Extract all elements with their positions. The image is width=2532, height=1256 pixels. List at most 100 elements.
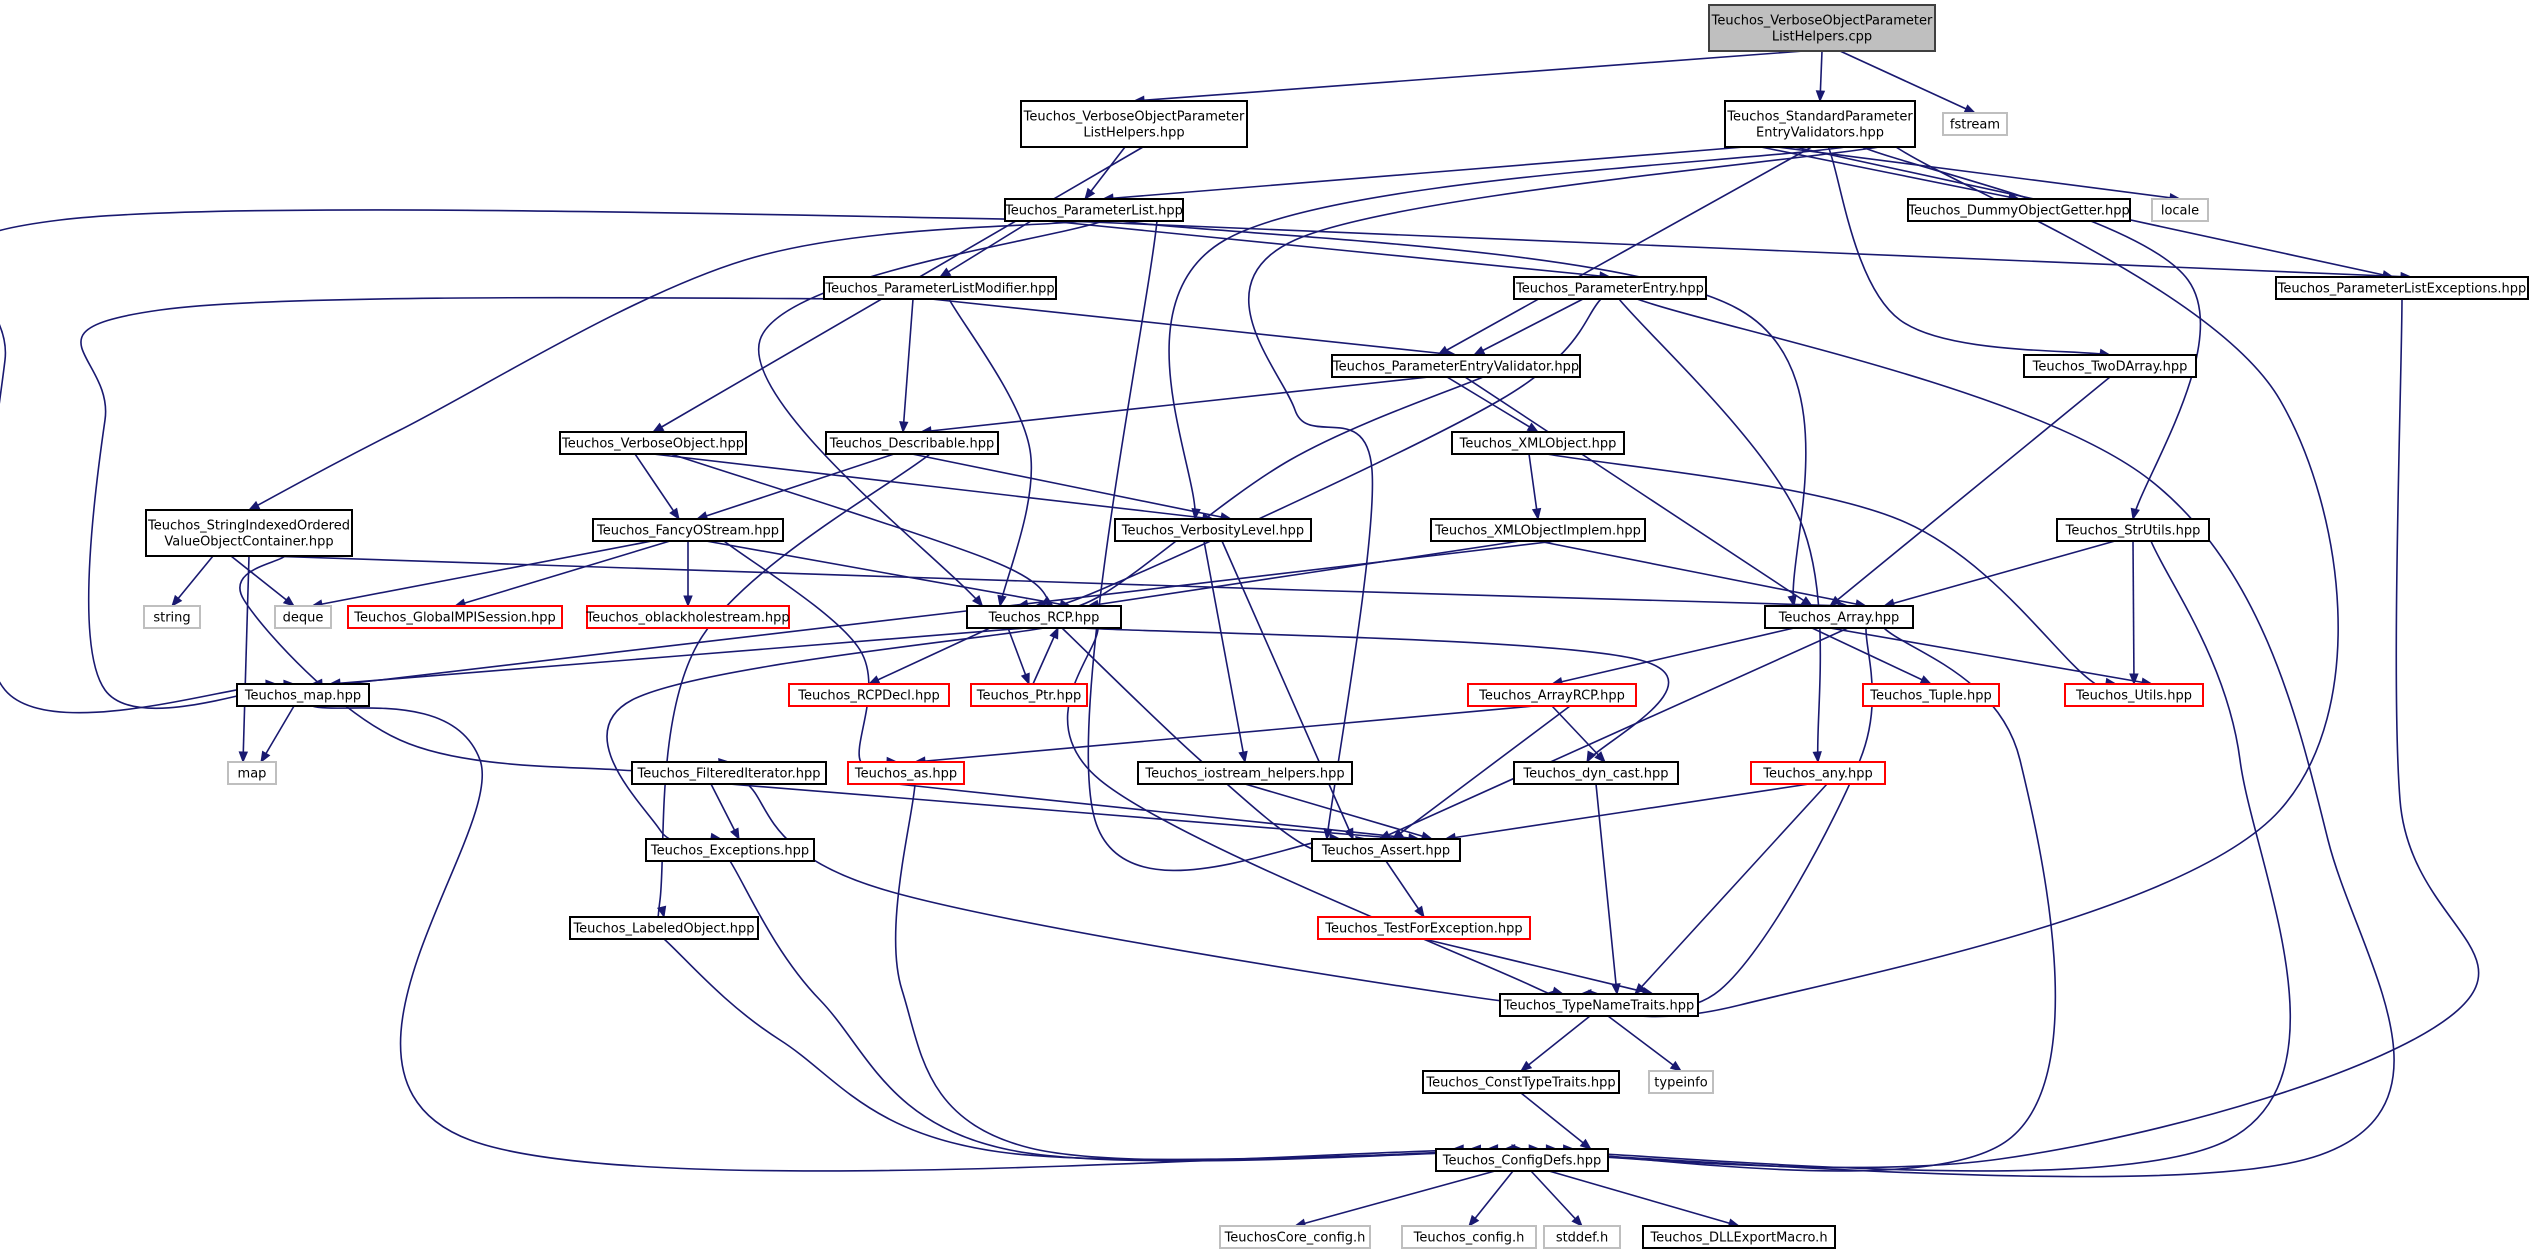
node-dll_export[interactable]: Teuchos_DLLExportMacro.h (1642, 1225, 1836, 1249)
node-label: Teuchos_iostream_helpers.hpp (1144, 767, 1344, 782)
arrowhead (171, 594, 183, 608)
edge-line (705, 540, 1071, 607)
edge-line (1087, 220, 1341, 872)
arrowhead (997, 594, 1007, 608)
node-xml_object[interactable]: Teuchos_XMLObject.hpp (1451, 431, 1625, 455)
node-box (847, 761, 965, 785)
node-label: Teuchos_ParameterListModifier.hpp (824, 282, 1054, 297)
node-dyn_cast[interactable]: Teuchos_dyn_cast.hpp (1513, 761, 1679, 785)
node-array_rcp[interactable]: Teuchos_ArrayRCP.hpp (1467, 683, 1637, 707)
node-filtered_iterator[interactable]: Teuchos_FilteredIterator.hpp (631, 761, 827, 785)
edge-line (663, 938, 1574, 1161)
node-label: Teuchos_ParameterEntryValidator.hpp (1332, 360, 1579, 375)
arrowhead (1669, 1060, 1683, 1072)
node-root[interactable]: Teuchos_VerboseObjectParameterListHelper… (1708, 4, 1936, 52)
node-describable[interactable]: Teuchos_Describable.hpp (825, 431, 999, 455)
edge-line (1247, 146, 1880, 840)
node-label: TeuchosCore_config.h (1224, 1231, 1366, 1246)
node-map_hpp[interactable]: Teuchos_map.hpp (236, 683, 370, 707)
node-box (1942, 112, 2008, 136)
node-label: locale (2161, 204, 2199, 219)
node-str_utils[interactable]: Teuchos_StrUtils.hpp (2056, 518, 2210, 542)
node-config_defs[interactable]: Teuchos_ConfigDefs.hpp (1435, 1148, 1609, 1172)
node-xml_object_implem[interactable]: Teuchos_XMLObjectImplem.hpp (1430, 518, 1646, 542)
node-label: Teuchos_DLLExportMacro.h (1649, 1231, 1827, 1246)
node-rcp_decl[interactable]: Teuchos_RCPDecl.hpp (788, 683, 950, 707)
node-param_list[interactable]: Teuchos_ParameterList.hpp (1004, 198, 1184, 222)
edge-line (1829, 376, 2111, 607)
edge-line (914, 705, 1535, 763)
edge-line (230, 555, 295, 607)
edge-any-to-assert (1443, 783, 1810, 843)
node-label: Teuchos_ParameterEntry.hpp (1515, 282, 1704, 297)
node-array[interactable]: Teuchos_Array.hpp (1764, 605, 1914, 629)
arrowhead (1571, 1215, 1583, 1227)
node-label: Teuchos_VerboseObject.hpp (561, 437, 744, 452)
node-dummy_getter[interactable]: Teuchos_DummyObjectGetter.hpp (1907, 198, 2131, 222)
edge-line (652, 453, 1214, 520)
arrowhead (1579, 1138, 1592, 1150)
node-global_mpi[interactable]: Teuchos_GlobalMPISession.hpp (347, 605, 563, 629)
node-teuchos_config: Teuchos_config.h (1401, 1225, 1537, 1249)
edge-line (1595, 783, 1618, 995)
node-test_for_exception[interactable]: Teuchos_TestForException.hpp (1317, 916, 1531, 940)
node-box (1648, 1070, 1714, 1094)
node-utils[interactable]: Teuchos_Utils.hpp (2064, 683, 2204, 707)
node-as_hpp[interactable]: Teuchos_as.hpp (847, 761, 965, 785)
edge-array_rcp-to-dyn_cast (1551, 705, 1606, 763)
edge-line (1445, 783, 1810, 840)
node-param_list_modifier[interactable]: Teuchos_ParameterListModifier.hpp (823, 276, 1057, 300)
node-box (236, 683, 370, 707)
edge-describable-to-fancy_ostream (695, 453, 895, 521)
node-vopl_hpp[interactable]: Teuchos_VerboseObjectParameterListHelper… (1020, 100, 1248, 148)
node-two_d_array[interactable]: Teuchos_TwoDArray.hpp (2023, 354, 2197, 378)
edge-line (266, 555, 1849, 607)
edge-verbosity_level-to-assert (1221, 540, 1354, 841)
dependency-edges (0, 50, 2480, 1228)
node-label: fstream (1950, 118, 2000, 133)
node-fancy_ostream[interactable]: Teuchos_FancyOStream.hpp (592, 518, 784, 542)
edge-line (1294, 1170, 1496, 1227)
node-param_entry[interactable]: Teuchos_ParameterEntry.hpp (1513, 276, 1707, 300)
edge-fancy_ostream-to-oblackhole (683, 540, 693, 608)
edge-line (1760, 146, 2020, 200)
node-box (143, 605, 201, 629)
node-string_indexed[interactable]: Teuchos_StringIndexedOrderedValueObjectC… (145, 509, 353, 557)
node-box (347, 605, 563, 629)
node-assert[interactable]: Teuchos_Assert.hpp (1311, 838, 1461, 862)
edge-line (757, 220, 1104, 607)
node-const_type_traits[interactable]: Teuchos_ConstTypeTraits.hpp (1422, 1070, 1620, 1094)
node-ptr[interactable]: Teuchos_Ptr.hpp (970, 683, 1088, 707)
node-type_name_traits[interactable]: Teuchos_TypeNameTraits.hpp (1499, 993, 1699, 1017)
edge-std_param_validators-to-str_utils (1861, 146, 2202, 521)
node-exceptions[interactable]: Teuchos_Exceptions.hpp (645, 838, 815, 862)
edge-line (1437, 146, 1812, 356)
node-label: EntryValidators.hpp (1756, 126, 1884, 141)
node-oblackhole[interactable]: Teuchos_oblackholestream.hpp (585, 605, 790, 629)
node-box (1004, 198, 1184, 222)
node-box (1907, 198, 2131, 222)
arrowhead (1238, 750, 1248, 764)
edge-std_param_validators-to-locale (1777, 146, 2182, 203)
node-iostream_helpers[interactable]: Teuchos_iostream_helpers.hpp (1137, 761, 1353, 785)
node-any[interactable]: Teuchos_any.hpp (1750, 761, 1886, 785)
edge-string_indexed-to-string (171, 555, 214, 608)
edge-param_entry_validator-to-array (1464, 376, 1814, 607)
node-std_param_validators[interactable]: Teuchos_StandardParameterEntryValidators… (1724, 100, 1916, 148)
edge-line (1530, 1170, 1583, 1227)
node-tuple[interactable]: Teuchos_Tuple.hpp (1862, 683, 2000, 707)
edge-line (1473, 298, 1584, 356)
node-label: Teuchos_TestForException.hpp (1324, 922, 1522, 937)
node-verbose_object[interactable]: Teuchos_VerboseObject.hpp (559, 431, 747, 455)
node-labeled_object[interactable]: Teuchos_LabeledObject.hpp (569, 916, 759, 940)
node-label: typeinfo (1654, 1076, 1707, 1091)
arrowhead (651, 422, 665, 433)
node-rcp[interactable]: Teuchos_RCP.hpp (966, 605, 1122, 629)
edge-fancy_ostream-to-global_mpi (453, 540, 671, 608)
node-param_entry_validator[interactable]: Teuchos_ParameterEntryValidator.hpp (1331, 354, 1581, 378)
node-verbosity_level[interactable]: Teuchos_VerbosityLevel.hpp (1114, 518, 1312, 542)
edge-param_list_modifier-to-map_hpp (80, 296, 968, 710)
arrowhead (656, 905, 667, 919)
edge-line (1548, 1170, 1740, 1227)
node-param_list_exceptions[interactable]: Teuchos_ParameterListExceptions.hpp (2275, 276, 2529, 300)
